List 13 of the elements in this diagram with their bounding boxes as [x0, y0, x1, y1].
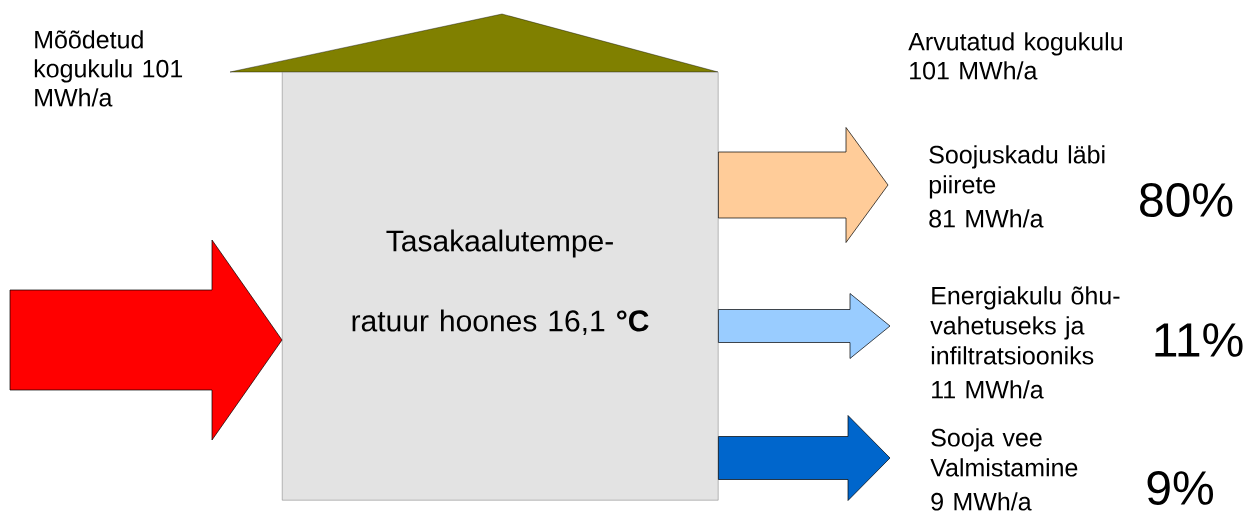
block-arrow: [9, 239, 283, 441]
percentage-label: 9%: [1147, 471, 1213, 505]
block-arrow: [718, 293, 891, 359]
note-text: Arvutatud kogukulu 101 MWh/a: [908, 32, 1122, 80]
percentage-label: 11%: [1155, 323, 1243, 357]
block-arrow: [718, 127, 889, 243]
note-text: Mõõdetud kogukulu 101 MWh/a: [34, 30, 183, 107]
block-arrow: [718, 415, 891, 501]
flow-label: Sooja vee Valmistamine 9 MWh/a: [930, 428, 1078, 511]
flow-label: Energiakulu õhu- vahetuseks ja infiltratsiooniks 11 MWh/a: [930, 286, 1120, 399]
percentage-label: 80%: [1140, 183, 1233, 217]
house-drawing: Tasakaalutempe- ratuur hoones 16,1 °C: [229, 13, 719, 501]
flow-label: Soojuskadu läbi piirete 81 MWh/a: [929, 145, 1105, 228]
